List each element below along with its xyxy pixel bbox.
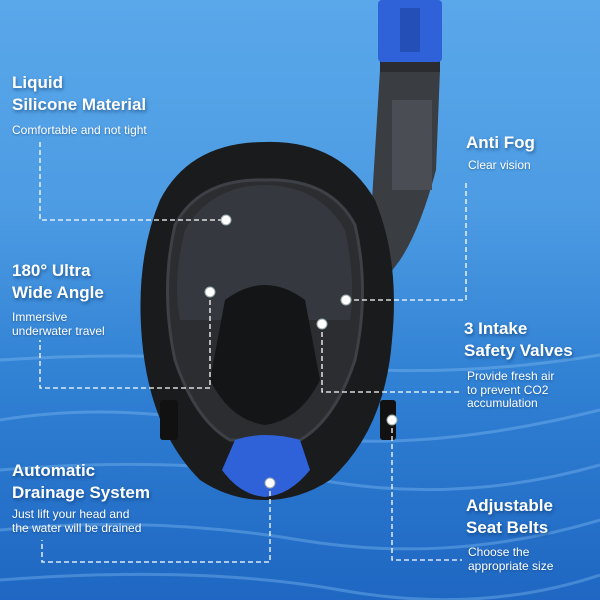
callout-dots bbox=[204, 214, 398, 489]
feature-desc: Comfortable and not tight bbox=[12, 123, 147, 137]
leader-lines bbox=[39, 142, 467, 563]
feature-title: Anti Fog bbox=[466, 133, 535, 152]
mask-body bbox=[140, 141, 396, 500]
feature-desc: Clear vision bbox=[468, 158, 531, 172]
snorkel-tube bbox=[372, 0, 442, 280]
